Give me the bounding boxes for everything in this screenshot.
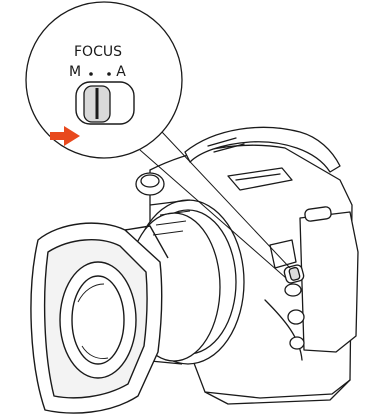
focus-title: FOCUS <box>74 44 122 60</box>
auto-position-dot <box>107 72 111 76</box>
manual-position-dot <box>89 72 93 76</box>
focus-callout: FOCUS M A <box>26 2 182 158</box>
focus-mode-switch[interactable] <box>76 82 134 124</box>
lens-hood <box>31 223 168 413</box>
auto-focus-label: A <box>116 64 126 80</box>
manual-focus-label: M <box>69 64 81 80</box>
